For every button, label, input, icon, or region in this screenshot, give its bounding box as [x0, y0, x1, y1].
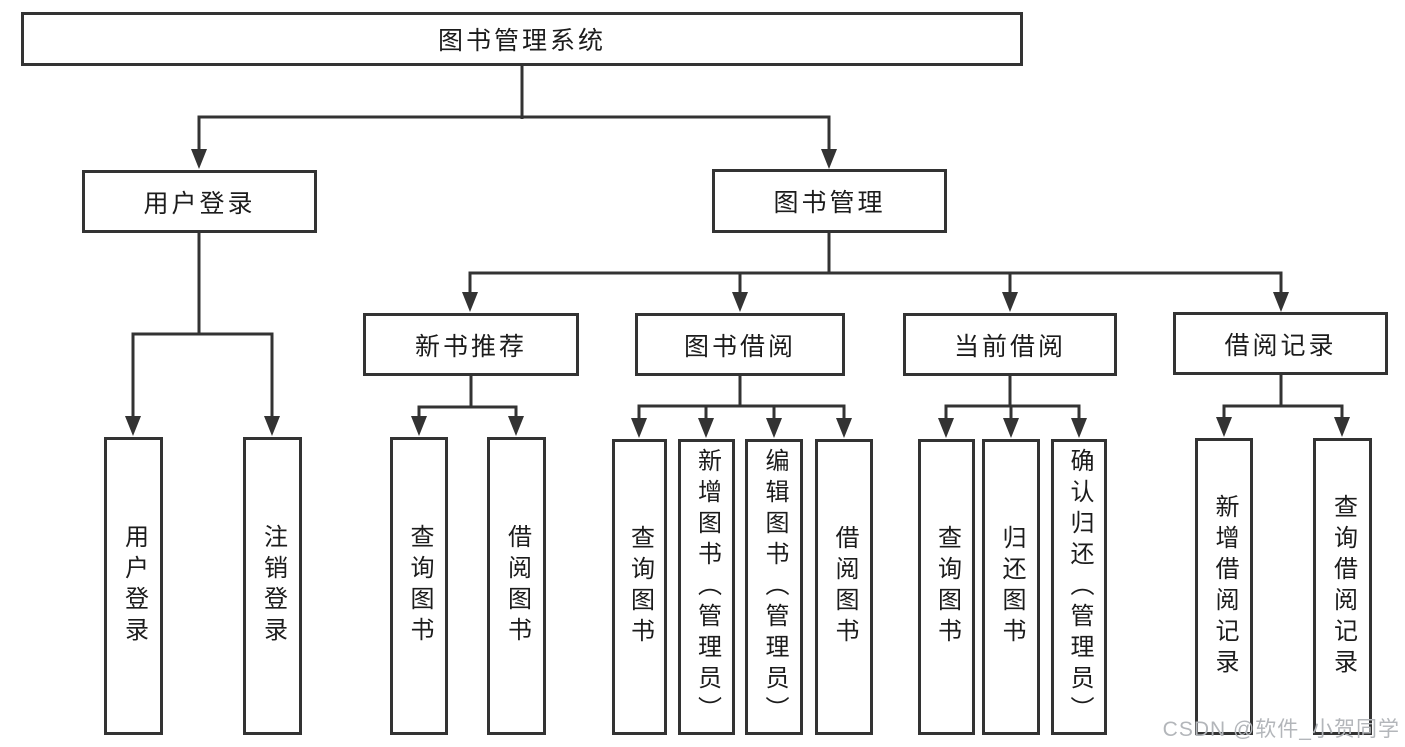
leaf-records-query-record: 查询借阅记录: [1313, 438, 1372, 735]
leaf-newbook-borrow-books: 借阅图书: [487, 437, 546, 735]
leaf-newbook-query-books-label: 查询图书: [406, 524, 433, 648]
node-current-borrowing: 当前借阅: [903, 313, 1117, 376]
arrowhead-icon: [766, 418, 782, 438]
leaf-borrow-edit-books-admin: 编辑图书（管理员）: [745, 439, 803, 735]
leaf-current-query-books: 查询图书: [918, 439, 975, 735]
leaf-current-query-books-label: 查询图书: [933, 525, 961, 649]
leaf-records-add-record-label: 新增借阅记录: [1211, 493, 1238, 680]
leaf-current-return-books: 归还图书: [982, 439, 1040, 735]
node-library-system: 图书管理系统: [21, 12, 1023, 66]
arrowhead-icon: [1334, 417, 1350, 437]
arrowhead-icon: [1273, 292, 1289, 312]
leaf-borrow-query-books-label: 查询图书: [626, 525, 654, 649]
arrowhead-icon: [508, 416, 524, 436]
leaf-logout-login-label: 注销登录: [259, 524, 287, 648]
arrowhead-icon: [821, 149, 837, 169]
arrowhead-icon: [1071, 418, 1087, 438]
arrowhead-icon: [1216, 417, 1232, 437]
leaf-user-login-label: 用户登录: [120, 524, 148, 648]
leaf-records-add-record: 新增借阅记录: [1195, 438, 1253, 735]
node-book-management: 图书管理: [712, 169, 947, 233]
leaf-current-return-books-label: 归还图书: [998, 525, 1025, 649]
leaf-borrow-add-books-admin: 新增图书（管理员）: [678, 439, 735, 735]
arrowhead-icon: [698, 418, 714, 438]
node-user-login: 用户登录: [82, 170, 317, 233]
leaf-current-confirm-return-admin-label: 确认归还（管理员）: [1066, 447, 1093, 727]
arrowhead-icon: [836, 418, 852, 438]
arrowhead-icon: [125, 416, 141, 436]
leaf-borrow-query-books: 查询图书: [612, 439, 667, 735]
arrowhead-icon: [631, 418, 647, 438]
arrowhead-icon: [938, 418, 954, 438]
leaf-current-confirm-return-admin: 确认归还（管理员）: [1051, 439, 1107, 735]
leaf-borrow-borrow-books-label: 借阅图书: [831, 525, 858, 649]
leaf-records-query-record-label: 查询借阅记录: [1329, 493, 1357, 680]
arrowhead-icon: [732, 292, 748, 312]
arrowhead-icon: [1002, 292, 1018, 312]
arrowhead-icon: [411, 416, 427, 436]
leaf-borrow-edit-books-admin-label: 编辑图书（管理员）: [761, 447, 788, 727]
leaf-borrow-borrow-books: 借阅图书: [815, 439, 873, 735]
leaf-newbook-query-books: 查询图书: [390, 437, 448, 735]
arrowhead-icon: [1003, 418, 1019, 438]
leaf-newbook-borrow-books-label: 借阅图书: [503, 524, 531, 648]
csdn-watermark: CSDN @软件_小贺同学: [1162, 718, 1400, 741]
node-new-book-recommend: 新书推荐: [363, 313, 579, 376]
node-book-borrowing: 图书借阅: [635, 313, 845, 376]
arrowhead-icon: [264, 416, 280, 436]
leaf-borrow-add-books-admin-label: 新增图书（管理员）: [693, 447, 721, 727]
arrowhead-icon: [462, 292, 478, 312]
node-borrowing-records: 借阅记录: [1173, 312, 1388, 375]
arrowhead-icon: [191, 149, 207, 169]
leaf-logout-login: 注销登录: [243, 437, 302, 735]
leaf-user-login: 用户登录: [104, 437, 163, 735]
